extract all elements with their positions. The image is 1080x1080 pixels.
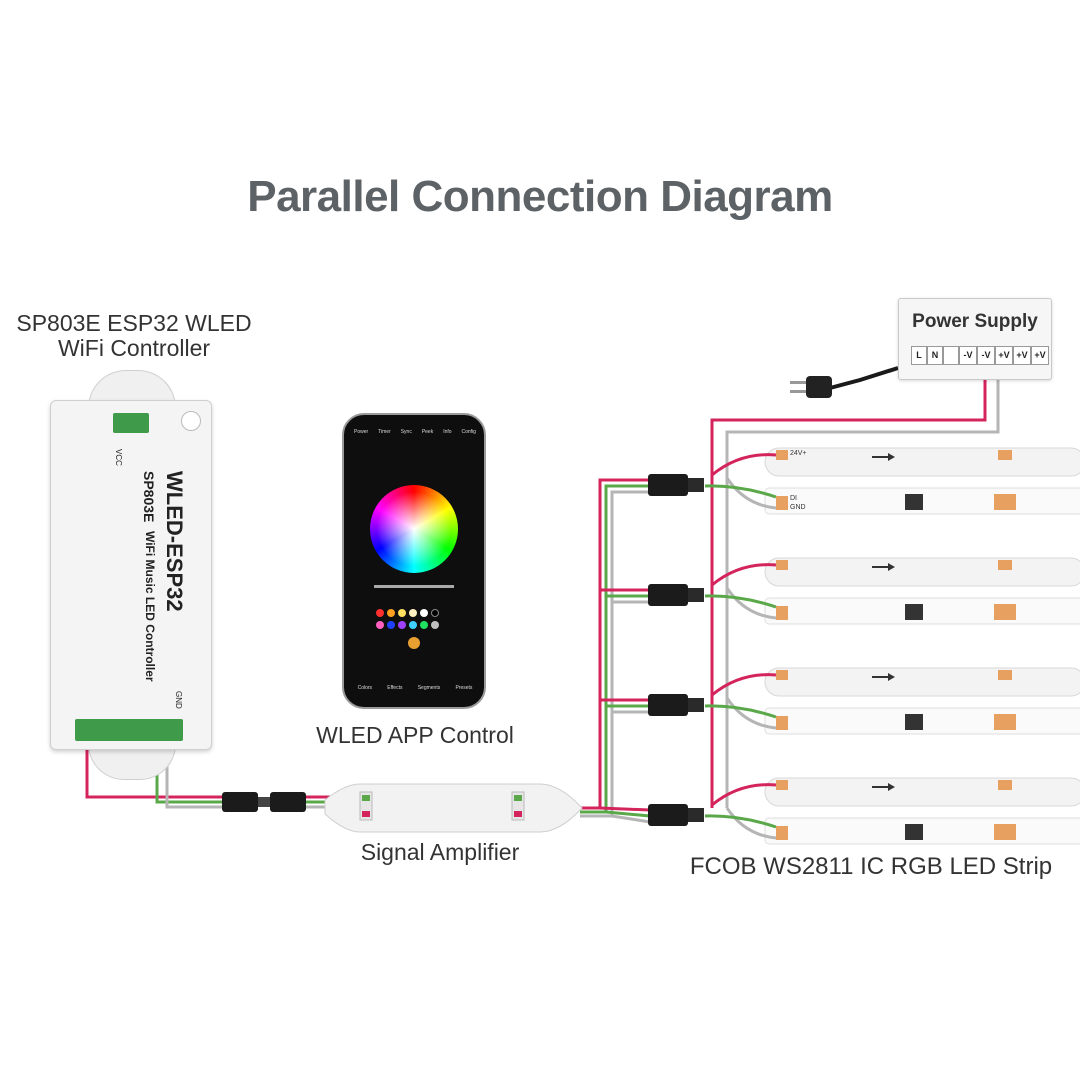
power-supply: Power Supply L N -V -V +V +V +V — [898, 298, 1052, 380]
controller-input-terminal — [113, 413, 149, 433]
app-bottom-tabs: Colors Effects Segments Presets — [350, 685, 480, 699]
ps-terminal-pos-3: +V — [1031, 346, 1049, 365]
strip-connector-2 — [648, 584, 704, 606]
controller-vcc-label: VCC — [114, 449, 123, 466]
strip-connector-4 — [648, 804, 704, 826]
strip-connector-3 — [648, 694, 704, 716]
controller-gnd-label: GND — [174, 691, 183, 709]
signal-wires — [580, 478, 777, 829]
power-wires — [710, 366, 1000, 840]
brightness-slider[interactable] — [374, 585, 454, 588]
led-strip-label: FCOB WS2811 IC RGB LED Strip — [689, 853, 1053, 880]
app-tab-colors[interactable]: Colors — [357, 685, 373, 691]
controller-button — [181, 411, 201, 431]
controller-output-terminal — [75, 719, 183, 741]
ps-terminal-pos-2: +V — [1013, 346, 1031, 365]
random-color-button[interactable] — [408, 637, 420, 649]
strip-pad-label-top: 24V+ — [790, 450, 807, 457]
app-tab-segments[interactable]: Segments — [417, 685, 441, 691]
led-strip-2 — [764, 557, 1080, 625]
controller-subtitle: WiFi Music LED Controller — [143, 531, 157, 682]
led-strip-3 — [764, 667, 1080, 735]
power-plug — [790, 376, 832, 398]
signal-amplifier — [324, 783, 583, 833]
preset-color-row-2[interactable] — [376, 621, 454, 629]
ps-terminal-l: L — [911, 346, 927, 365]
ps-terminal-neg-2: -V — [977, 346, 995, 365]
ps-terminal-pos-1: +V — [995, 346, 1013, 365]
controller-brand: WLED-ESP32 — [162, 471, 187, 612]
led-strip-1 — [764, 447, 1080, 515]
strip-pad-label-gnd: GND — [790, 504, 806, 511]
app-tab-power[interactable]: Power — [354, 429, 369, 435]
controller-device: WLED-ESP32 SP803E WiFi Music LED Control… — [50, 400, 212, 750]
preset-color-row-1[interactable] — [376, 609, 454, 617]
controller-label-line-2: WiFi Controller — [57, 335, 211, 361]
power-supply-label: Power Supply — [912, 311, 1038, 332]
app-top-tabs: Power Timer Sync Peek Info Config — [354, 429, 476, 441]
controller-connector — [222, 792, 306, 812]
app-tab-peek[interactable]: Peek — [421, 429, 434, 435]
ps-terminal-n: N — [927, 346, 943, 365]
app-tab-config[interactable]: Config — [461, 429, 476, 435]
signal-amplifier-label: Signal Amplifier — [360, 839, 520, 865]
app-tab-sync[interactable]: Sync — [400, 429, 412, 435]
app-tab-info[interactable]: Info — [443, 429, 452, 435]
page-title: Parallel Connection Diagram — [247, 172, 833, 221]
phone-app-screen: Power Timer Sync Peek Info Config Colors… — [342, 413, 486, 709]
app-tab-effects[interactable]: Effects — [387, 685, 403, 691]
strip-connector-1 — [648, 474, 704, 496]
app-tab-presets[interactable]: Presets — [455, 685, 473, 691]
app-control-label: WLED APP Control — [316, 722, 514, 748]
color-wheel[interactable] — [370, 485, 458, 573]
controller-model: SP803E — [141, 471, 157, 523]
strip-pad-label-data: DI — [790, 495, 797, 502]
controller-label-line-1: SP803E ESP32 WLED — [16, 310, 252, 336]
ps-terminal-blank — [943, 346, 959, 365]
ps-terminal-neg-1: -V — [959, 346, 977, 365]
led-strip-4 — [764, 777, 1080, 845]
app-tab-timer[interactable]: Timer — [378, 429, 391, 435]
